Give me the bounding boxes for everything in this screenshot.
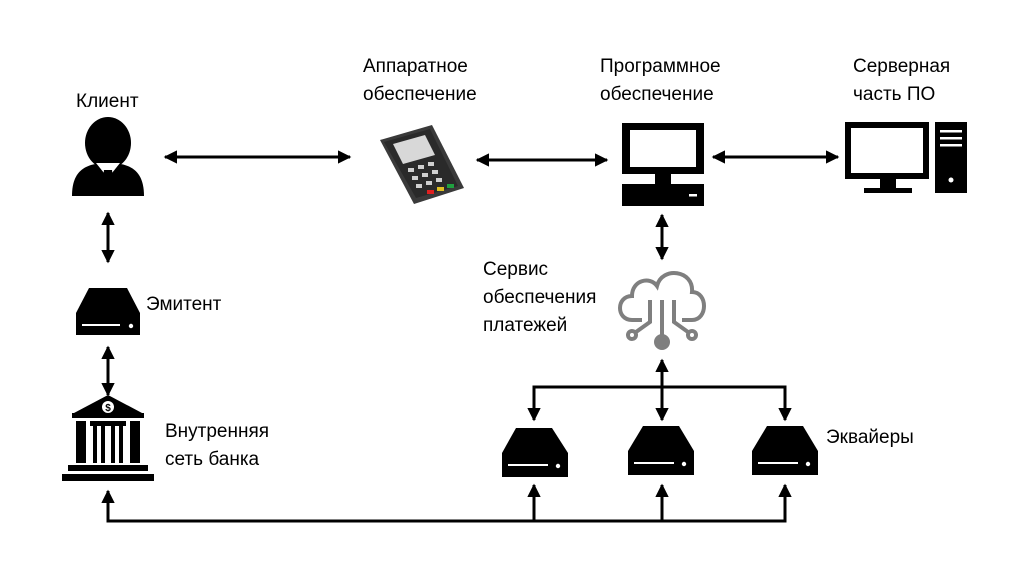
issuer-label: Эмитент: [146, 294, 222, 315]
cloud-network-icon: [618, 271, 706, 350]
payment-label-line2: обеспечения: [483, 287, 596, 308]
server-label-line2: часть ПО: [853, 84, 935, 105]
server-label-line1: Серверная: [853, 56, 950, 77]
software-label-line1: Программное: [600, 56, 721, 77]
bus-bottom: [101, 483, 792, 523]
desktop-computer-icon: [622, 123, 704, 206]
acquirer-3: [752, 426, 818, 475]
bank-label-line1: Внутренняя: [165, 421, 269, 442]
bank-sign: $: [105, 403, 111, 414]
acquirers-label: Эквайеры: [826, 427, 914, 448]
payment-label-line1: Сервис: [483, 259, 548, 280]
hardware-label-line1: Аппаратное: [363, 56, 468, 77]
desktop-tower-icon: [845, 122, 967, 193]
connectors: [101, 150, 840, 523]
hardware-label-line2: обеспечение: [363, 84, 477, 105]
person-icon: [72, 117, 144, 196]
software-label-line2: обеспечение: [600, 84, 714, 105]
payment-terminal-icon: [380, 125, 464, 204]
server-drive-icon: [76, 288, 140, 335]
payment-label-line3: платежей: [483, 315, 567, 336]
acquirer-1: [502, 428, 568, 477]
acquirer-2: [628, 426, 694, 475]
bank-label-line2: сеть банка: [165, 449, 260, 470]
branch-acquirers-top: [527, 385, 792, 422]
client-label: Клиент: [76, 91, 139, 112]
bank-building-icon: $: [62, 395, 154, 481]
